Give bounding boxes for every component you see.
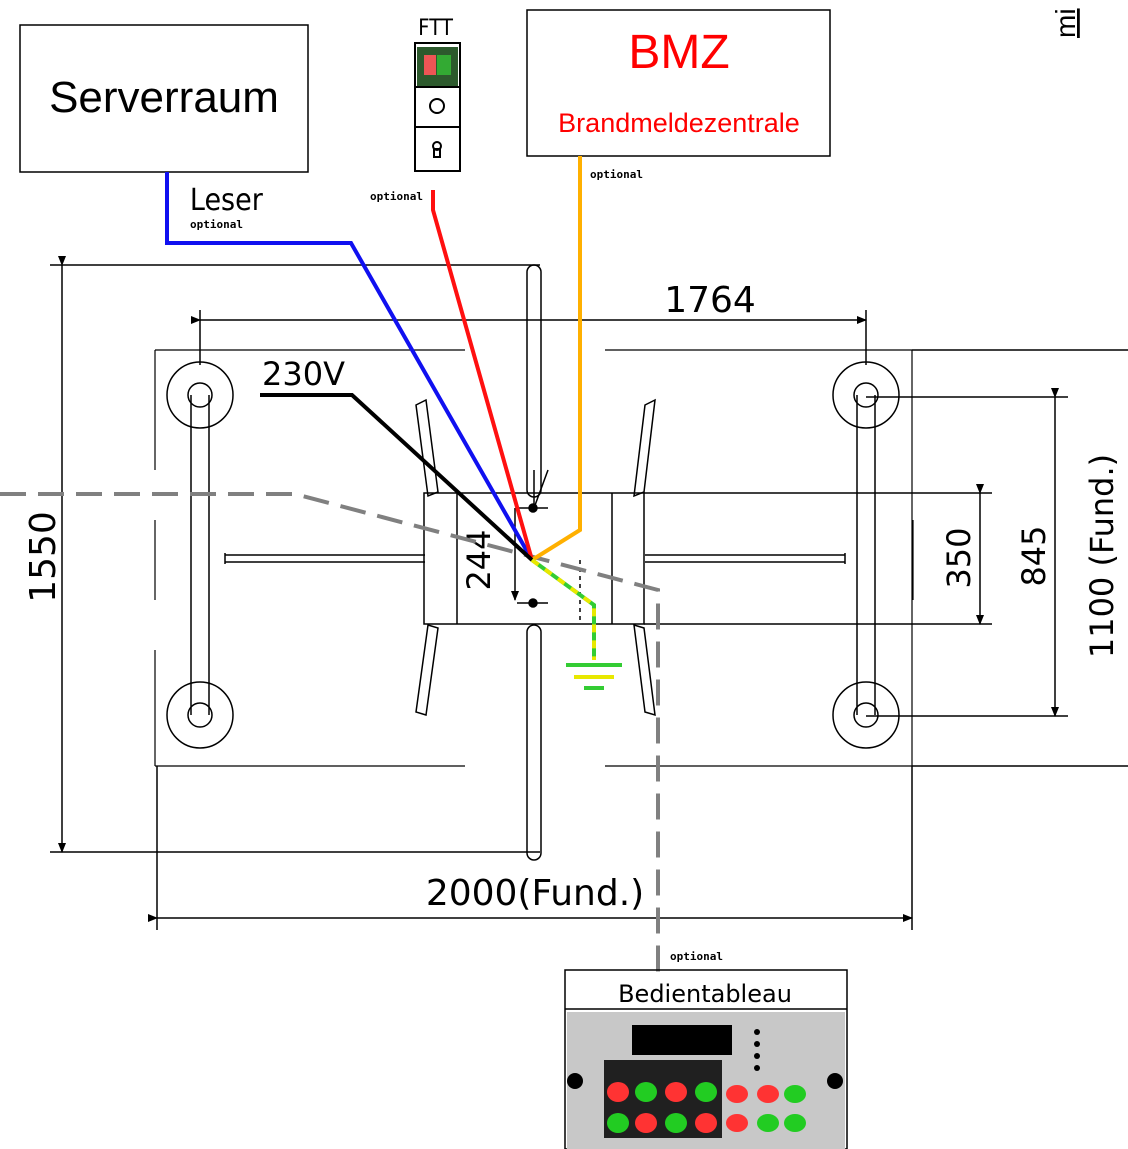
cable-leser-label: Leser [190,183,263,218]
dim-left-height: 1550 [23,511,64,603]
serverraum-label: Serverraum [49,73,279,122]
cable-bmz [530,156,582,562]
ftt-button-icon [429,98,445,114]
bedientableau-note: optional [670,950,723,963]
cables [0,156,660,975]
bedientableau-label: Bedientableau [618,980,792,1008]
bedientableau: optional Bedientableau [564,950,848,1149]
ftt-label: FTT [418,15,453,40]
cable-leser [165,172,534,561]
dim-right-outer: 1100 (Fund.) [1083,454,1121,658]
panel-display [632,1025,732,1055]
edge-text: mi [1050,8,1081,38]
dimension-lines [50,256,1128,930]
cable-power [260,393,534,562]
cable-ftt [431,190,534,561]
panel-mode-buttons [726,1085,806,1132]
panel-direction-buttons [607,1082,717,1133]
ftt-note: optional [370,190,423,203]
bmz-note: optional [590,168,643,181]
ground-icon [566,663,622,690]
key-switch-icon [432,141,442,158]
ftt-device: FTT optional [370,15,461,203]
anchor-bolt-top-left [166,361,234,715]
dim-right-inner: 350 [940,527,978,588]
turnstile-housing [423,469,645,625]
anchor-bolt-bottom-left [166,681,234,749]
cable-leser-note: optional [190,218,243,231]
bmz-box: BMZ Brandmeldezentrale optional [526,9,831,181]
serverraum-box: Serverraum [19,24,309,173]
anchor-bolt-bottom-right [832,681,900,749]
anchor-bolt-top-right [832,361,900,715]
panel-status-leds [754,1029,760,1071]
dim-right-middle: 845 [1015,525,1053,586]
dim-bottom-width: 2000(Fund.) [426,873,644,914]
cable-power-label: 230V [262,355,345,393]
bmz-title: BMZ [628,26,729,79]
bmz-subtitle: Brandmeldezentrale [558,108,800,138]
dim-top-width: 1764 [664,280,756,321]
